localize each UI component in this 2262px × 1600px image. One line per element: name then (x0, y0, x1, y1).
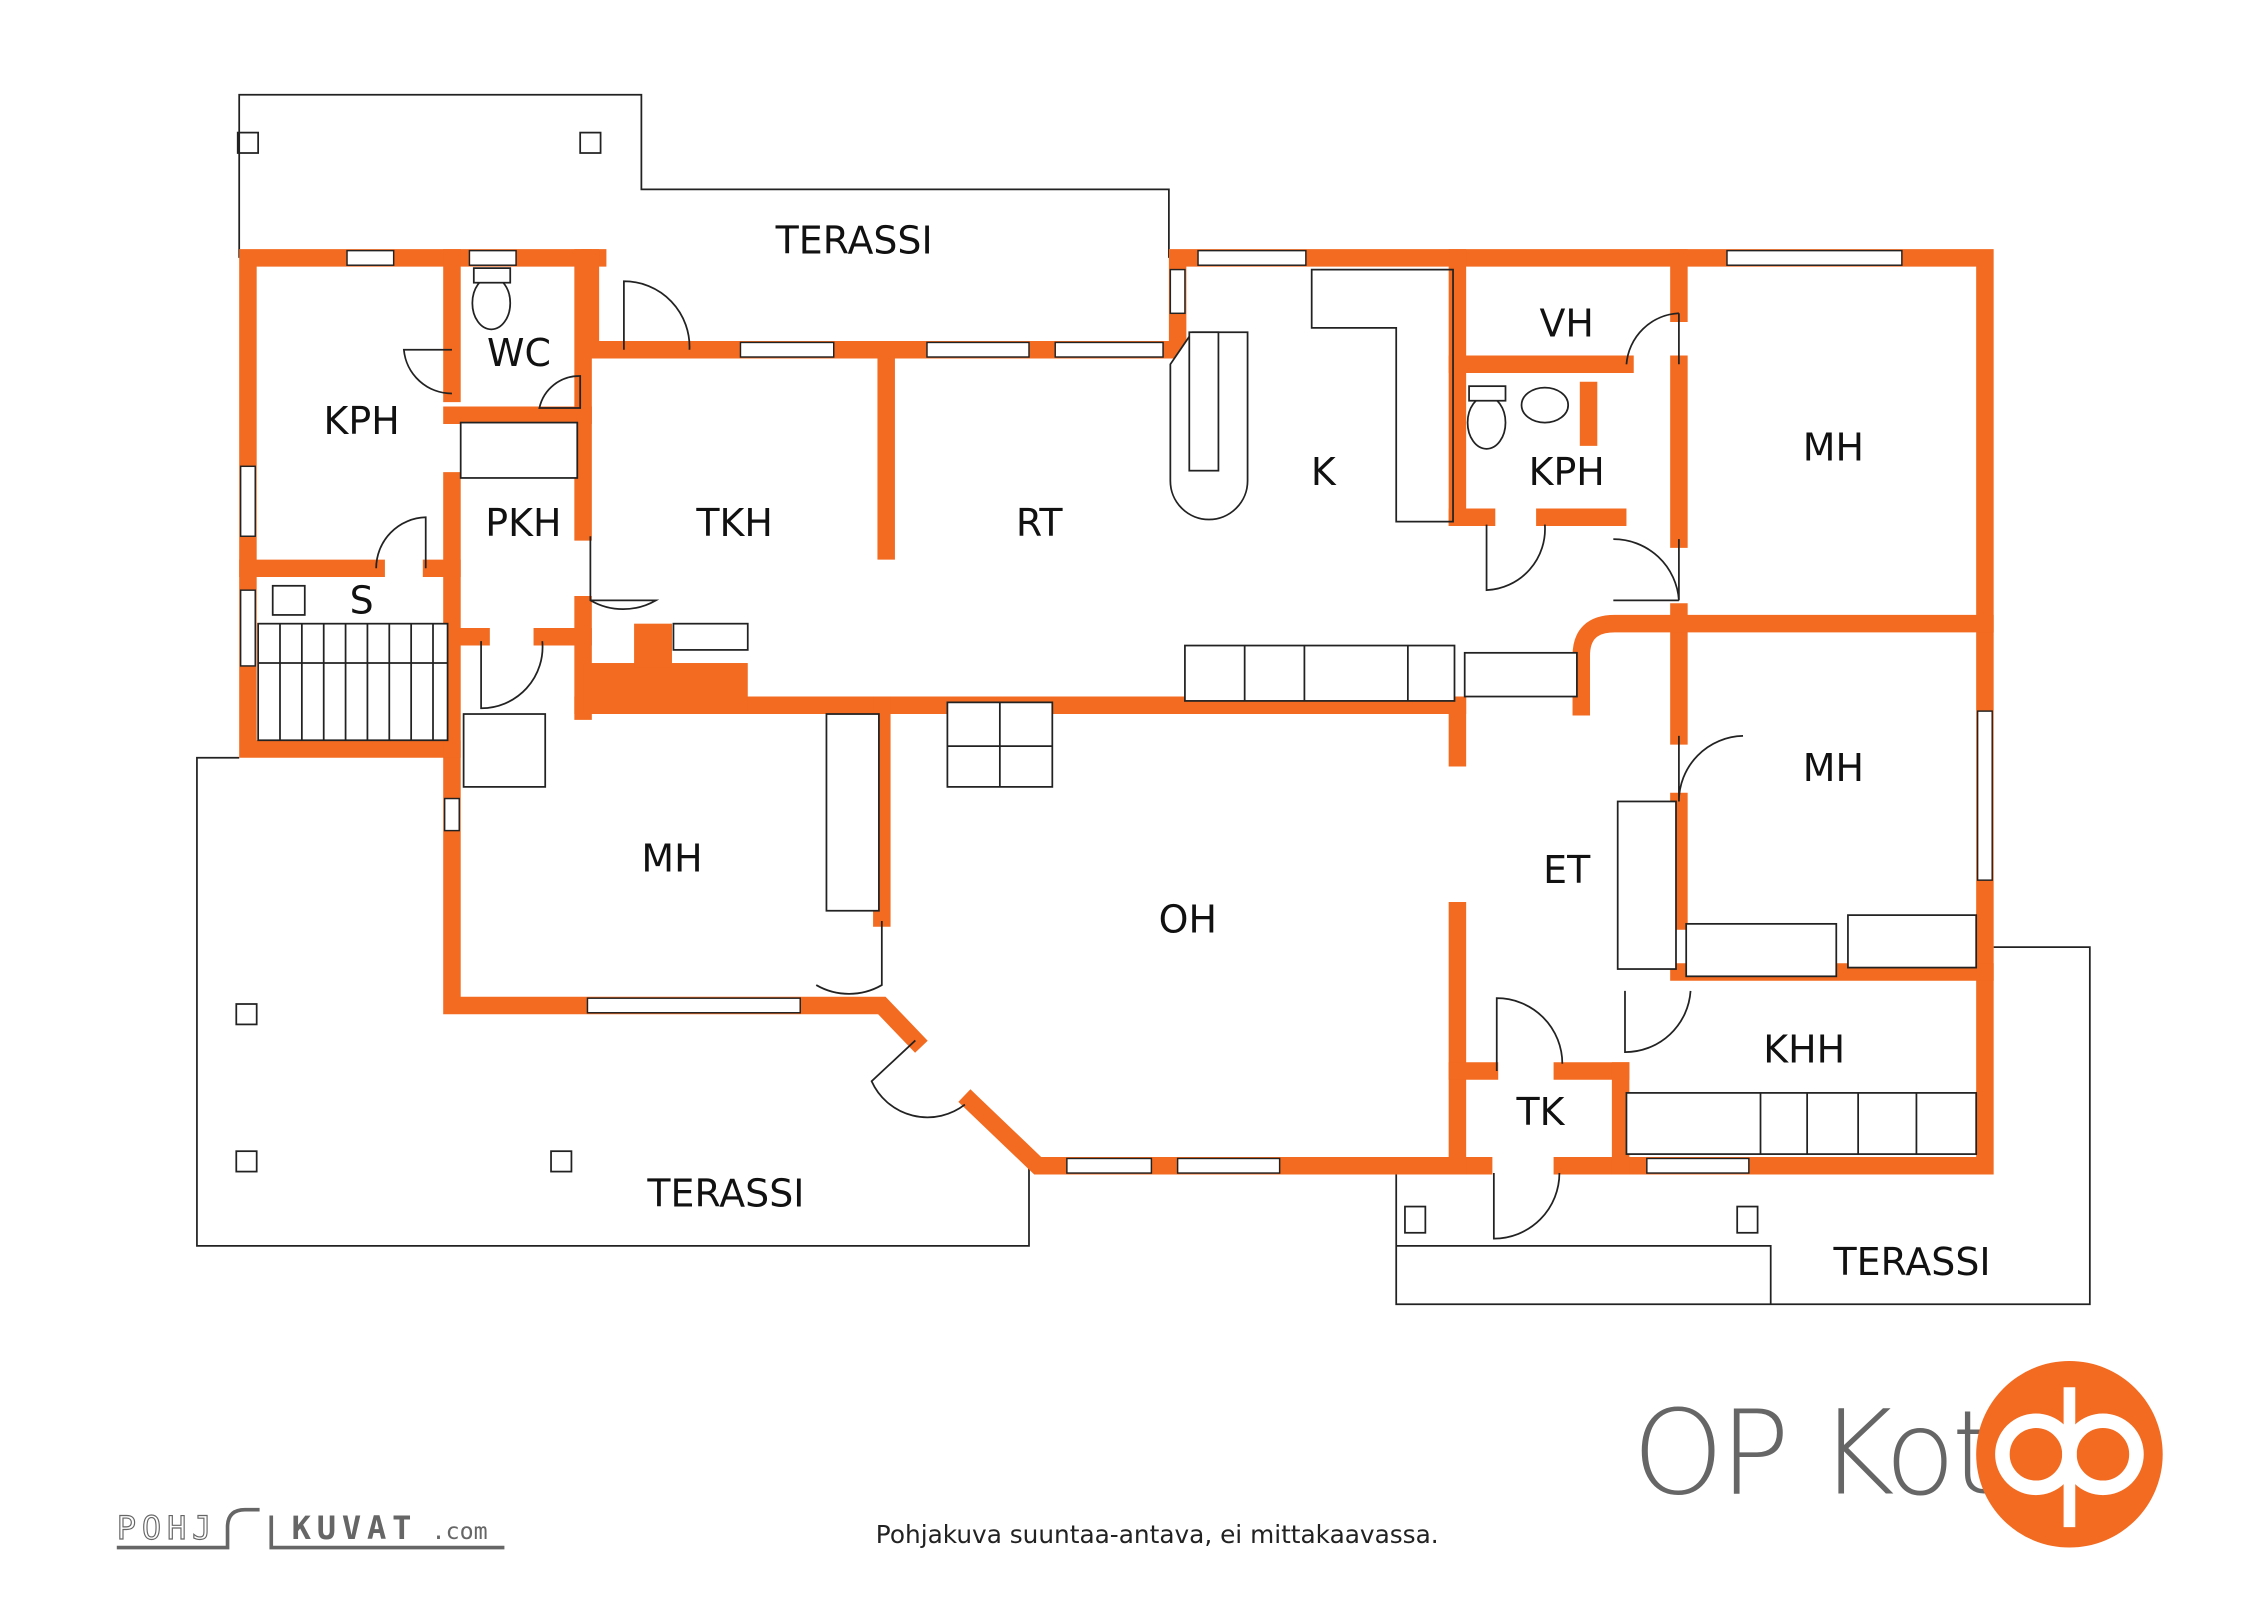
pohjakuvat-logo-right: KUVAT (292, 1509, 418, 1547)
label-khh: KHH (1763, 1027, 1845, 1071)
label-vh: VH (1540, 302, 1594, 346)
room-labels: TERASSI TERASSI TERASSI KPH WC PKH S TKH… (324, 219, 1991, 1284)
op-koti-brand: OP Koti (1632, 1387, 2021, 1522)
walls (239, 249, 1994, 1175)
label-rt: RT (1016, 501, 1064, 545)
pohjakuvat-logo-suffix: .com (432, 1518, 488, 1545)
label-mh-top-right: MH (1803, 425, 1864, 469)
doors (375, 280, 1744, 1240)
windows (239, 249, 1993, 1174)
label-k: K (1311, 450, 1337, 494)
label-mh-mid-right: MH (1803, 746, 1864, 790)
label-terassi-bottom-right: TERASSI (1833, 1240, 1991, 1284)
label-kph-left: KPH (324, 399, 400, 443)
label-tk: TK (1515, 1090, 1565, 1134)
label-mh-left: MH (641, 836, 702, 880)
fixtures (257, 267, 1978, 1155)
pohjakuvat-logo-left: POHJ (117, 1509, 217, 1547)
pohjakuvat-logo: POHJ KUVAT .com (116, 1507, 505, 1550)
label-pkh: PKH (485, 501, 561, 545)
label-terassi-bottom-left: TERASSI (646, 1172, 804, 1216)
label-wc: WC (487, 331, 551, 375)
label-kph-right: KPH (1529, 450, 1605, 494)
label-oh: OH (1159, 898, 1217, 942)
op-logo-icon (1976, 1361, 2163, 1548)
disclaimer-text: Pohjakuva suuntaa-antava, ei mittakaavas… (876, 1520, 1439, 1549)
label-et: ET (1543, 848, 1591, 892)
label-terassi-top: TERASSI (775, 219, 933, 263)
label-tkh: TKH (695, 501, 772, 545)
terraces (196, 93, 2091, 1306)
label-s: S (350, 578, 374, 622)
